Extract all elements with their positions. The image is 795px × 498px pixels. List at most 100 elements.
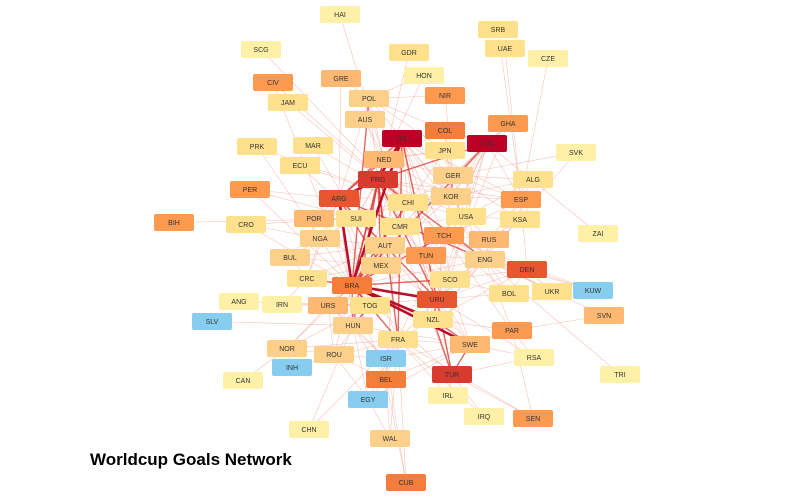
edge-hun-egy [352, 325, 369, 400]
node-tch[interactable]: TCH [424, 227, 464, 244]
node-box [270, 249, 310, 266]
node-kor[interactable]: KOR [431, 188, 471, 205]
node-sco[interactable]: SCO [430, 271, 470, 288]
node-label: BRA [345, 283, 360, 290]
node-bel[interactable]: BEL [366, 371, 406, 388]
node-zai[interactable]: ZAI [578, 225, 618, 242]
node-svn[interactable]: SVN [584, 307, 624, 324]
node-tri[interactable]: TRI [600, 366, 640, 383]
node-rou[interactable]: ROU [314, 346, 354, 363]
node-bra[interactable]: BRA [332, 277, 372, 294]
node-bul[interactable]: BUL [270, 249, 310, 266]
node-gha[interactable]: GHA [488, 115, 528, 132]
node-nir[interactable]: NIR [425, 87, 465, 104]
node-por[interactable]: POR [294, 210, 334, 227]
node-bih[interactable]: BIH [154, 214, 194, 231]
node-inh[interactable]: INH [272, 359, 312, 376]
node-srb[interactable]: SRB [478, 21, 518, 38]
edge-eng-tri [484, 259, 621, 375]
node-alg[interactable]: ALG [513, 171, 553, 188]
node-hai[interactable]: HAI [320, 6, 360, 23]
node-fra[interactable]: FRA [378, 331, 418, 348]
node-tun[interactable]: TUN [406, 247, 446, 264]
node-hon[interactable]: HON [404, 67, 444, 84]
node-irn[interactable]: IRN [262, 296, 302, 313]
node-label: CZE [541, 56, 555, 63]
node-mex[interactable]: MEX [361, 257, 401, 274]
node-label: SEN [526, 416, 540, 423]
node-ksa[interactable]: KSA [500, 211, 540, 228]
node-cmr[interactable]: CMR [380, 218, 420, 235]
node-label: SVN [597, 313, 611, 320]
node-cze[interactable]: CZE [528, 50, 568, 67]
node-nor[interactable]: NOR [267, 340, 307, 357]
node-ang[interactable]: ANG [219, 293, 259, 310]
node-aut[interactable]: AUT [365, 237, 405, 254]
node-rus[interactable]: RUS [469, 231, 509, 248]
node-bol[interactable]: BOL [489, 285, 529, 302]
node-hun[interactable]: HUN [333, 317, 373, 334]
node-usa[interactable]: USA [446, 208, 486, 225]
node-par[interactable]: PAR [492, 322, 532, 339]
node-ukr[interactable]: UKR [532, 283, 572, 300]
node-esp[interactable]: ESP [501, 191, 541, 208]
edge-esp-eng [484, 199, 522, 260]
node-jam[interactable]: JAM [268, 94, 308, 111]
node-aus[interactable]: AUS [345, 111, 385, 128]
node-jpn[interactable]: JPN [425, 142, 465, 159]
node-label: PAR [505, 328, 519, 335]
node-urs[interactable]: URS [308, 297, 348, 314]
node-box [430, 271, 470, 288]
edge-ita-tch [401, 138, 445, 236]
node-slv[interactable]: SLV [192, 313, 232, 330]
node-kuw[interactable]: KUW [573, 282, 613, 299]
node-irq[interactable]: IRQ [464, 408, 504, 425]
node-label: WAL [383, 436, 398, 443]
node-rsa[interactable]: RSA [514, 349, 554, 366]
node-tur[interactable]: TUR [432, 366, 472, 383]
node-uae[interactable]: UAE [485, 40, 525, 57]
node-swe[interactable]: SWE [450, 336, 490, 353]
node-svk[interactable]: SVK [556, 144, 596, 161]
node-ita[interactable]: ITA [382, 130, 422, 147]
node-frg[interactable]: FRG [358, 171, 398, 188]
node-arg[interactable]: ARG [319, 190, 359, 207]
node-mar[interactable]: MAR [293, 137, 333, 154]
node-eng[interactable]: ENG [465, 251, 505, 268]
node-gdr[interactable]: GDR [389, 44, 429, 61]
node-chi[interactable]: CHI [388, 194, 428, 211]
node-cub[interactable]: CUB [386, 474, 426, 491]
node-ecu[interactable]: ECU [280, 157, 320, 174]
node-box [514, 349, 554, 366]
node-isr[interactable]: ISR [366, 350, 406, 367]
node-ned[interactable]: NED [364, 151, 404, 168]
node-cro[interactable]: CRO [226, 216, 266, 233]
node-can[interactable]: CAN [223, 372, 263, 389]
node-label: CMR [392, 224, 408, 231]
node-box [600, 366, 640, 383]
node-sui[interactable]: SUI [336, 210, 376, 227]
node-tog[interactable]: TOG [350, 297, 390, 314]
node-ger[interactable]: GER [433, 167, 473, 184]
node-nga[interactable]: NGA [300, 230, 340, 247]
node-nzl[interactable]: NZL [413, 311, 453, 328]
node-col[interactable]: COL [425, 122, 465, 139]
edge-tog-ang [238, 301, 371, 306]
node-crc[interactable]: CRC [287, 270, 327, 287]
node-uru[interactable]: URU [417, 291, 457, 308]
node-per[interactable]: PER [230, 181, 270, 198]
node-pol[interactable]: POL [349, 90, 389, 107]
node-irl[interactable]: IRL [428, 387, 468, 404]
node-den[interactable]: DEN [507, 261, 547, 278]
node-civ[interactable]: CIV [253, 74, 293, 91]
node-label: TCH [437, 233, 451, 240]
node-chn[interactable]: CHN [289, 421, 329, 438]
node-box [365, 237, 405, 254]
node-prk[interactable]: PRK [237, 138, 277, 155]
node-egy[interactable]: EGY [348, 391, 388, 408]
node-sen[interactable]: SEN [513, 410, 553, 427]
node-gre[interactable]: GRE [321, 70, 361, 87]
node-yug[interactable]: YUG [467, 135, 507, 152]
node-scg[interactable]: SCG [241, 41, 281, 58]
node-wal[interactable]: WAL [370, 430, 410, 447]
